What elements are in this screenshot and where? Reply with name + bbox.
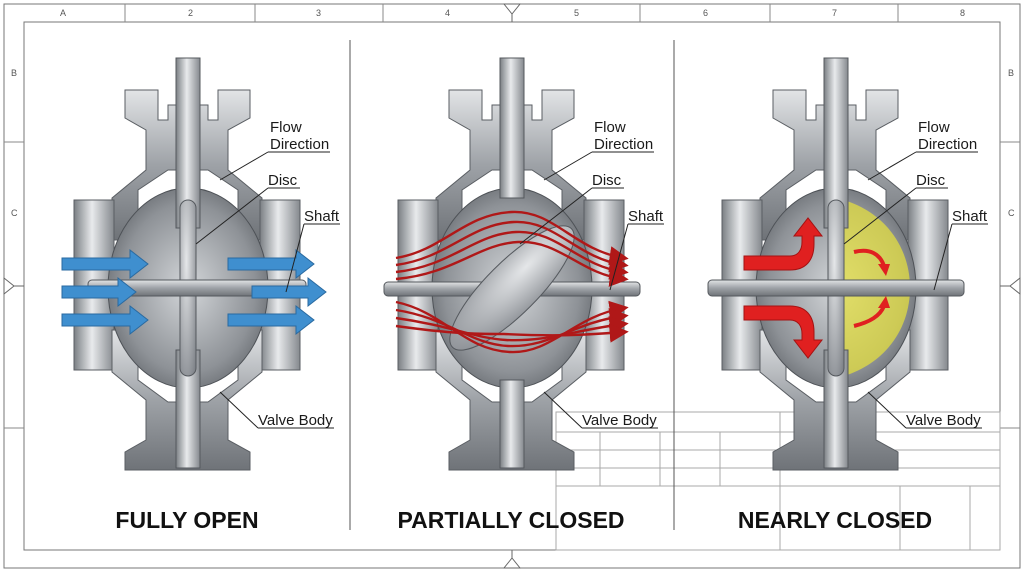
flow-arrow: [743, 217, 824, 271]
flow-arrow: [743, 305, 824, 359]
flow-arrow: [227, 304, 315, 336]
row-tick-c-right: C: [1008, 208, 1015, 218]
label-valve-body: Valve Body: [258, 412, 333, 429]
panel-fully-open: Flow Direction Disc Shaft Valve Body FUL…: [61, 57, 340, 533]
callouts: [519, 151, 664, 429]
label-disc: Disc: [592, 172, 622, 189]
callouts: [195, 151, 340, 429]
caption: FULLY OPEN: [115, 507, 258, 533]
col-tick-6: 6: [703, 8, 708, 18]
caption: PARTIALLY CLOSED: [397, 507, 624, 533]
caption: NEARLY CLOSED: [738, 507, 932, 533]
panel-partially-closed: Flow Direction Disc Shaft Valve Body PAR…: [383, 57, 664, 533]
label-flow-line2: Direction: [594, 136, 653, 153]
label-disc: Disc: [268, 172, 298, 189]
upper-stem: [499, 57, 525, 199]
col-tick-8: 8: [960, 8, 965, 18]
row-tick-b-right: B: [1008, 68, 1014, 78]
flow-arrow: [251, 276, 327, 308]
flow-line: [395, 323, 629, 343]
flow-line: [395, 300, 629, 354]
callouts: [843, 151, 988, 429]
flow-line: [395, 230, 629, 280]
col-tick-7: 7: [832, 8, 837, 18]
col-tick-2: 2: [188, 8, 193, 18]
label-flow-line1: Flow: [594, 119, 626, 136]
col-tick-3: 3: [316, 8, 321, 18]
leak-arrows: [853, 248, 886, 328]
row-tick-b: B: [11, 68, 17, 78]
drawing-border: A 2 3 4 5 6 7 8 B C B C: [3, 3, 1021, 569]
flow-line: [395, 210, 629, 266]
flow-arrows: [61, 248, 327, 336]
col-tick-a: A: [60, 8, 66, 18]
flow-line: [395, 308, 629, 348]
flow-lines: [395, 210, 629, 354]
col-tick-4: 4: [445, 8, 450, 18]
label-shaft: Shaft: [952, 208, 988, 225]
label-disc: Disc: [916, 172, 946, 189]
flow-arrow: [853, 305, 886, 328]
label-flow-line1: Flow: [270, 119, 302, 136]
arrow-head: [878, 264, 890, 276]
flow-arrow: [61, 304, 149, 336]
flow-arrows: [743, 217, 824, 359]
flow-arrow: [227, 248, 315, 280]
shaft: [707, 279, 965, 297]
label-shaft: Shaft: [628, 208, 664, 225]
flow-arrow: [61, 248, 149, 280]
col-tick-5: 5: [574, 8, 579, 18]
panel-nearly-closed: Flow Direction Disc Shaft Valve Body NEA…: [707, 57, 988, 533]
label-valve-body: Valve Body: [906, 412, 981, 429]
label-flow-line2: Direction: [918, 136, 977, 153]
row-tick-c: C: [11, 208, 18, 218]
disc: [449, 225, 575, 351]
flow-arrow: [61, 276, 137, 308]
flow-line: [395, 316, 629, 342]
label-shaft: Shaft: [304, 208, 340, 225]
arrow-head: [878, 296, 890, 308]
flow-line: [395, 220, 629, 273]
label-flow-line2: Direction: [270, 136, 329, 153]
flow-arrow: [853, 248, 886, 267]
label-valve-body: Valve Body: [582, 412, 657, 429]
lower-stem: [499, 379, 525, 469]
flow-line: [395, 240, 629, 287]
label-flow-line1: Flow: [918, 119, 950, 136]
